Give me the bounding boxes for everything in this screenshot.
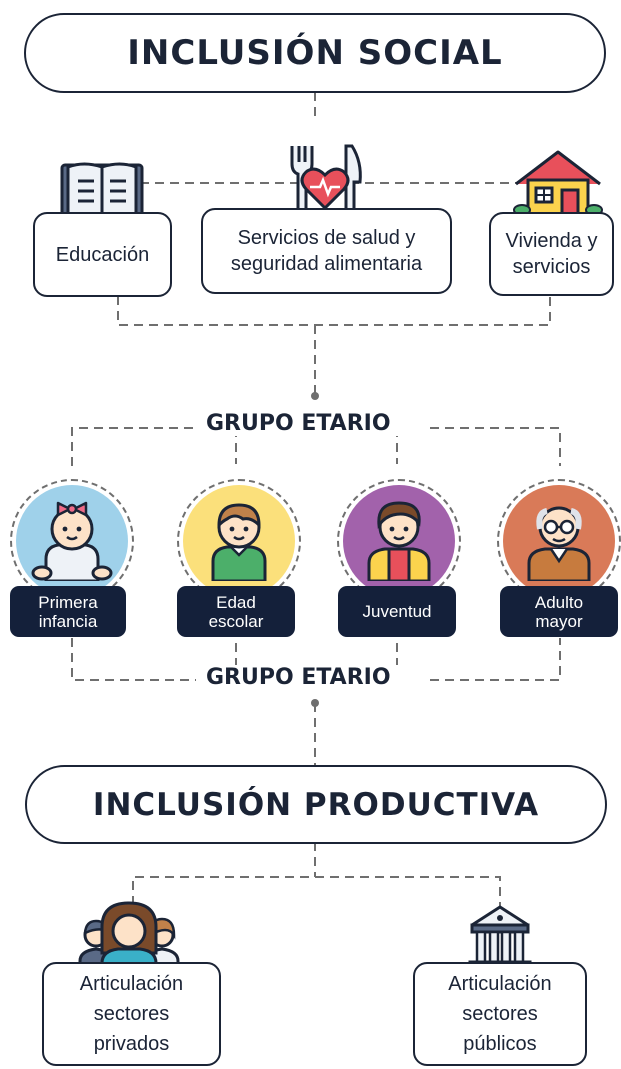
social-area-label-line: Servicios de salud y	[237, 227, 416, 249]
social-area-label-line: seguridad alimentaria	[230, 253, 423, 275]
social-area-label: Educación	[55, 243, 150, 266]
productive-area-public: Articulación sectores públicos	[413, 962, 587, 1066]
social-area-education: Educación	[33, 212, 172, 297]
connector-node-top	[311, 392, 319, 400]
baby-icon	[31, 501, 113, 581]
young-man-icon	[367, 501, 431, 581]
productive-inclusion-title: INCLUSIÓN PRODUCTIVA	[92, 786, 540, 823]
age-tag-line: Primera	[38, 592, 98, 612]
fork-knife-heart-icon	[290, 144, 362, 218]
age-tag-line: escolar	[208, 611, 264, 631]
elderly-man-icon	[527, 506, 591, 581]
social-area-label-line: Vivienda y	[505, 230, 598, 252]
productive-inclusion-banner: INCLUSIÓN PRODUCTIVA	[25, 765, 607, 844]
productive-area-label-line: Articulación	[79, 973, 184, 995]
age-tag-line: mayor	[535, 611, 583, 631]
productive-area-label-line: Articulación	[448, 973, 552, 995]
age-tag-line: Adulto	[534, 592, 584, 612]
age-group-heading-bottom: GRUPO ETARIO	[196, 665, 401, 690]
age-tag-elderly: Adulto mayor	[500, 586, 618, 637]
age-tag-school: Edad escolar	[177, 586, 295, 637]
age-tag-youth: Juventud	[338, 586, 456, 637]
connector-groups-stubs	[235, 428, 398, 680]
age-tag-line: infancia	[38, 611, 98, 631]
social-area-label-line: servicios	[512, 256, 591, 278]
connector-groups-top	[71, 427, 561, 466]
social-inclusion-banner: INCLUSIÓN SOCIAL	[24, 13, 606, 93]
productive-area-label-line: sectores	[462, 1003, 538, 1025]
house-icon	[513, 150, 603, 216]
age-group-heading-top: GRUPO ETARIO	[196, 411, 401, 436]
connector-social-bottom	[117, 296, 551, 326]
child-icon	[211, 503, 267, 581]
productive-area-label-line: sectores	[93, 1003, 170, 1025]
productive-area-label-line: públicos	[463, 1033, 537, 1055]
age-tag-line: Edad	[216, 592, 256, 612]
productive-area-label-line: privados	[93, 1033, 170, 1055]
social-area-health: Servicios de salud y seguridad alimentar…	[201, 208, 452, 294]
productive-area-private: Articulación sectores privados	[42, 962, 221, 1066]
age-tag-infancy: Primera infancia	[10, 586, 126, 637]
connector-groups-bottom	[71, 638, 561, 681]
connector-node-bottom	[311, 699, 319, 707]
connector-productive-split	[132, 876, 501, 920]
age-tag-line: Juventud	[362, 602, 432, 621]
social-area-housing: Vivienda y servicios	[489, 212, 614, 296]
social-inclusion-title: INCLUSIÓN SOCIAL	[127, 33, 503, 73]
